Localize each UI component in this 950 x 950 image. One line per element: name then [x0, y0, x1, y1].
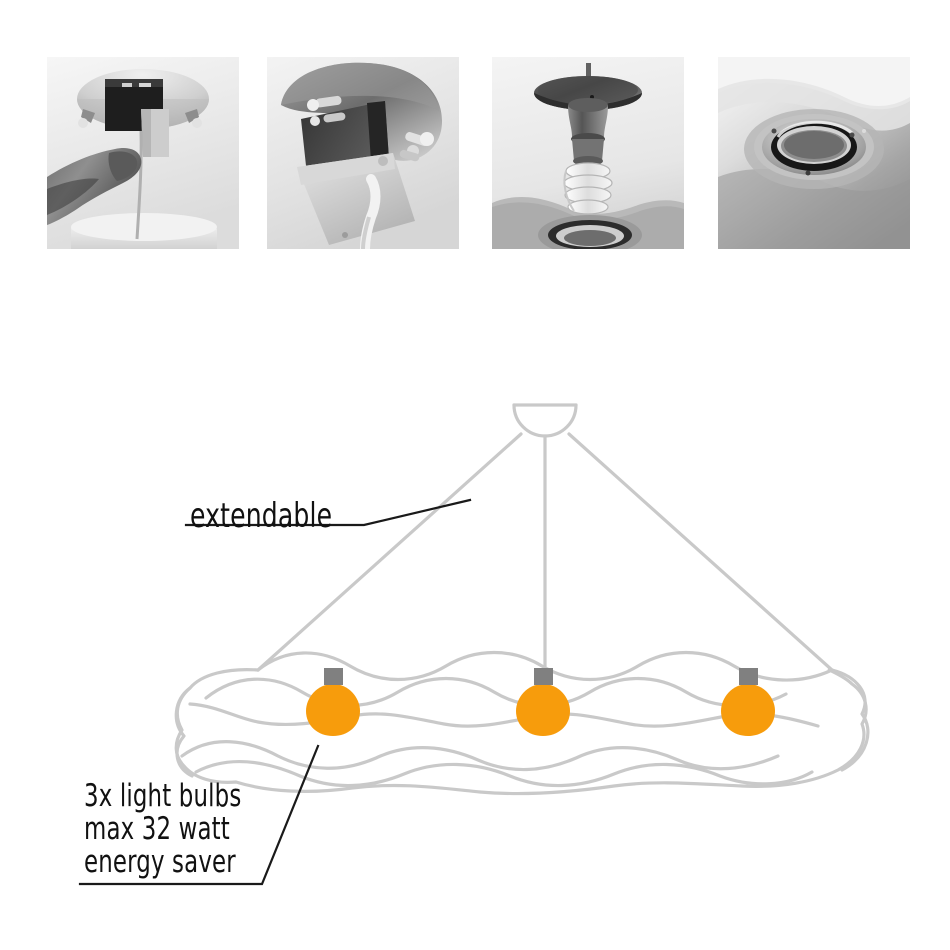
shade-right-cap [830, 668, 870, 772]
suspension-cable-right [567, 432, 834, 672]
shade-wave-third [188, 702, 820, 728]
ceiling-canopy-dome [512, 403, 578, 438]
suspension-cable-left [256, 432, 523, 672]
callout-light-bulbs-line-3: energy saver [84, 843, 236, 880]
photo-bulb-insertion [492, 57, 684, 249]
photo-mounting-bracket-hand [47, 57, 239, 249]
shade-wave-lower [180, 740, 780, 772]
shade-wave-bottom [194, 760, 814, 788]
shade-wave-second [204, 677, 788, 708]
shade-left-cap [174, 686, 194, 778]
shade-outer-silhouette [174, 668, 868, 796]
leader-line-extendable [184, 498, 472, 527]
bulb-center [516, 668, 570, 736]
callout-light-bulbs-line-2: max 32 watt [84, 810, 230, 847]
bulb-right [721, 668, 775, 736]
lamp-outline-group [174, 403, 870, 796]
photo-empty-socket [718, 57, 910, 249]
bulb-left [306, 668, 360, 736]
installation-photo-strip [0, 0, 950, 270]
callout-extendable: extendable [190, 496, 333, 536]
shade-wave-top [256, 651, 834, 682]
callout-light-bulbs: 3x light bulbs max 32 watt energy saver [84, 780, 241, 879]
photo-mounting-bracket-detail [267, 57, 459, 249]
pendant-lamp-diagram [0, 270, 950, 950]
callout-light-bulbs-line-1: 3x light bulbs [84, 778, 242, 814]
leader-line-bulbs [78, 744, 320, 886]
